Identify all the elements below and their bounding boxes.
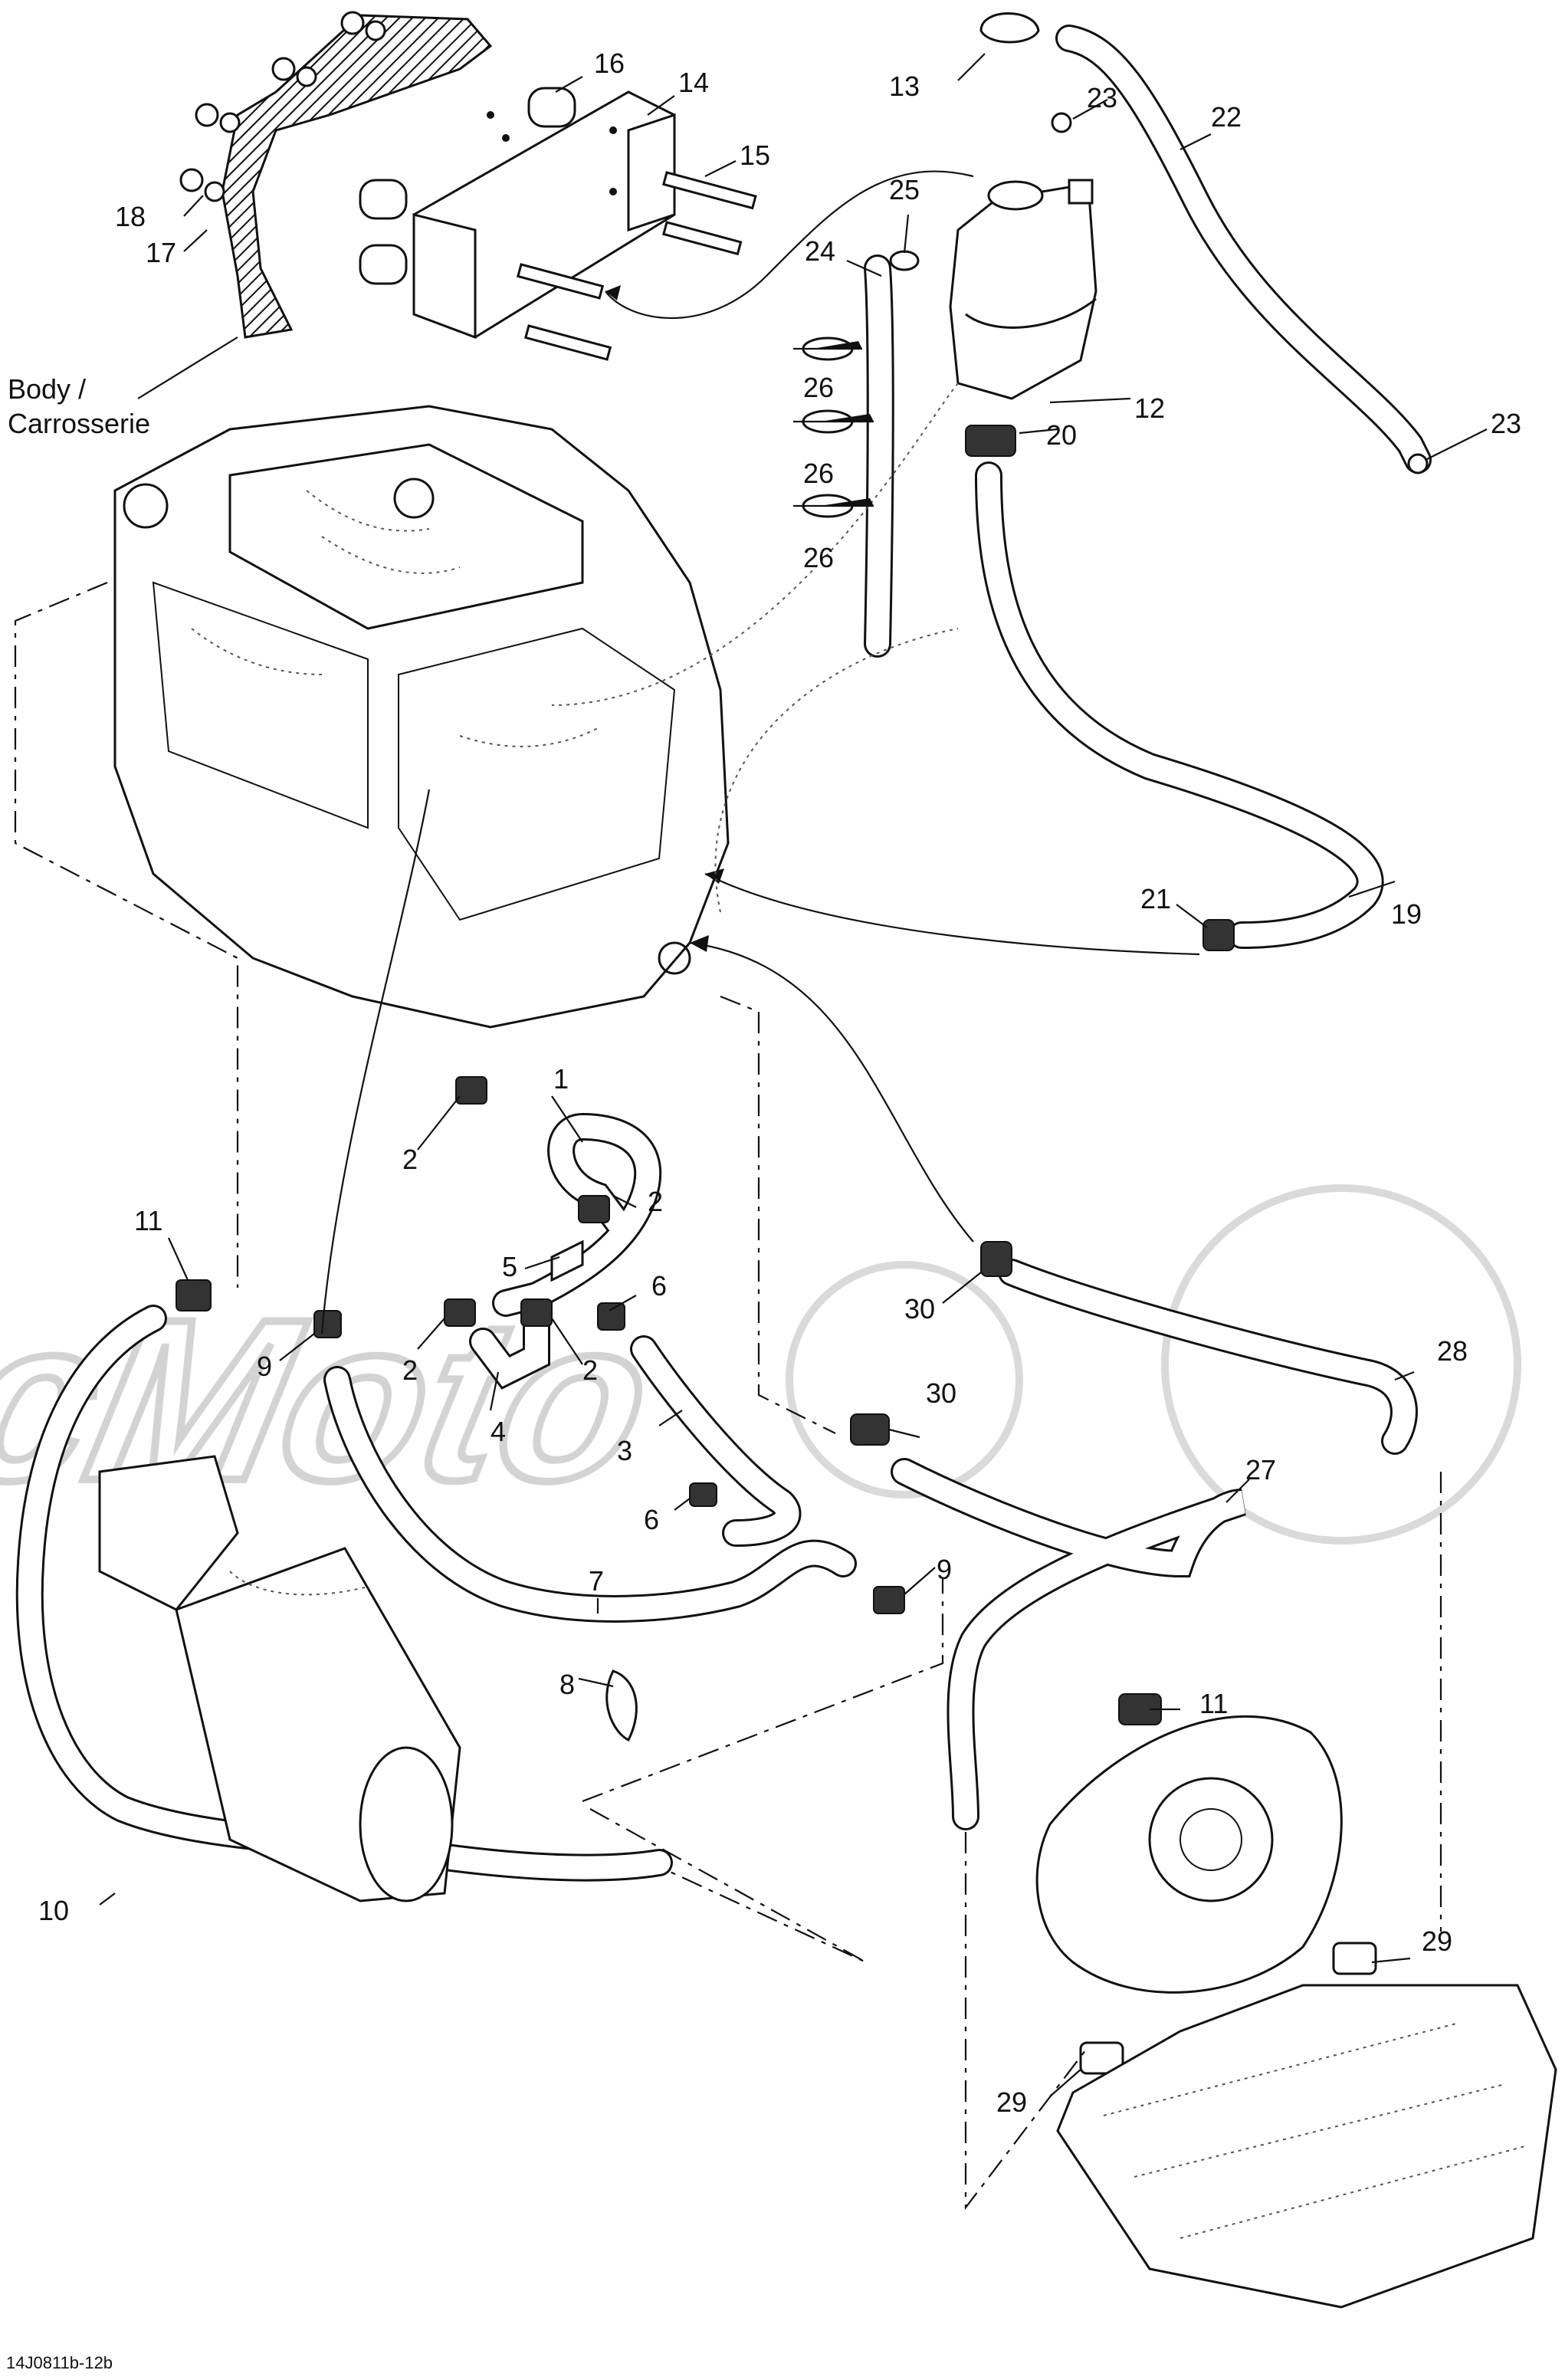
flow-arrows: [320, 170, 1200, 1334]
label-24: 24: [805, 235, 835, 267]
body-panel: [137, 14, 493, 399]
label-8: 8: [559, 1669, 575, 1700]
hose-4: [469, 1305, 550, 1390]
label-23a: 23: [1087, 82, 1117, 113]
bracket-bolts: [517, 171, 757, 361]
body-label: Body / Carrosserie: [8, 373, 150, 439]
assembly-lines: [14, 382, 1442, 2211]
label-14: 14: [678, 67, 709, 98]
hose-22: [1055, 25, 1432, 474]
label-25: 25: [889, 174, 920, 205]
label-12: 12: [1134, 392, 1165, 424]
jet-pump-housing: [1035, 1715, 1343, 1994]
label-30a: 30: [904, 1293, 935, 1325]
hose-3: [630, 1335, 802, 1547]
label-11a: 11: [134, 1205, 162, 1236]
label-29b: 29: [996, 2086, 1027, 2118]
label-6b: 6: [644, 1504, 659, 1535]
label-9b: 9: [937, 1554, 952, 1585]
label-29a: 29: [1422, 1925, 1452, 1957]
label-16: 16: [594, 48, 625, 79]
label-22: 22: [1211, 101, 1242, 133]
hose-7: [323, 1366, 857, 1623]
label-2c: 2: [402, 1354, 418, 1386]
ride-plate: [1056, 1984, 1557, 2309]
intercooler: [98, 1455, 461, 1902]
hose-24: [864, 254, 894, 658]
label-2b: 2: [648, 1186, 663, 1217]
nuts-and-washers: [179, 11, 386, 202]
label-1: 1: [553, 1063, 569, 1095]
leader-lines: [99, 53, 1488, 2097]
hose-1: [492, 1112, 662, 1317]
engine-block: [113, 405, 730, 1029]
label-19: 19: [1391, 898, 1422, 930]
label-2d: 2: [582, 1354, 598, 1386]
label-6a: 6: [651, 1270, 667, 1302]
hose-28: [998, 1259, 1418, 1455]
body-label-line-1: Body /: [8, 373, 86, 405]
hose-10: [15, 1305, 673, 1882]
hose-27: [891, 1458, 1246, 1830]
part-number-labels: 1 2 2 2 2 3 4 5 6 6 7 8 9 9 10 11 11 12 …: [38, 48, 1521, 2118]
label-26c: 26: [803, 542, 834, 573]
figure-code: 14J0811b-12b: [6, 2353, 113, 2372]
label-2a: 2: [402, 1144, 418, 1175]
label-23b: 23: [1491, 408, 1521, 439]
label-11b: 11: [1199, 1688, 1228, 1719]
label-17: 17: [146, 237, 176, 268]
label-28: 28: [1437, 1335, 1468, 1367]
label-15: 15: [740, 140, 770, 171]
coolant-reservoir: [949, 179, 1097, 400]
label-30b: 30: [926, 1377, 956, 1409]
label-27: 27: [1245, 1454, 1276, 1485]
label-4: 4: [490, 1416, 506, 1447]
label-21: 21: [1140, 883, 1171, 914]
body-label-line-2: Carrosserie: [8, 408, 150, 439]
label-3: 3: [617, 1435, 632, 1466]
label-18: 18: [115, 201, 146, 232]
label-7: 7: [589, 1565, 604, 1597]
hose-19: [975, 461, 1384, 949]
label-5: 5: [502, 1251, 517, 1282]
label-20: 20: [1046, 419, 1077, 451]
mounting-bracket: [412, 90, 676, 340]
label-26a: 26: [803, 372, 834, 403]
label-10: 10: [38, 1895, 69, 1926]
label-9a: 9: [257, 1351, 272, 1382]
reservoir-cap: [979, 12, 1040, 44]
label-13: 13: [889, 71, 920, 102]
label-26b: 26: [803, 458, 834, 489]
rubber-mounts: [359, 87, 576, 285]
